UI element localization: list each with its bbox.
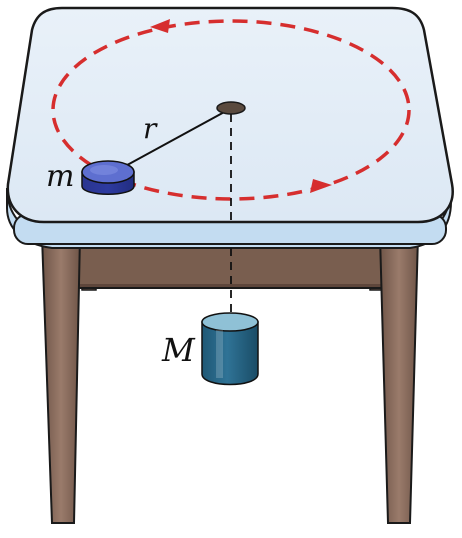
circular-path — [51, 19, 411, 201]
path-arrow-bottom-icon — [310, 179, 332, 193]
table-leg-front-left — [40, 235, 82, 524]
radius-string — [117, 109, 229, 171]
cylinder-weight-icon — [201, 312, 259, 386]
mass-label-M: M — [161, 331, 196, 369]
table-leg-front-right — [378, 235, 420, 524]
mass-label-m: m — [46, 159, 74, 194]
hockey-puck-icon — [81, 160, 135, 195]
radius-label-r: r — [143, 112, 158, 145]
table-legs-front — [40, 235, 420, 524]
path-arrow-top-icon — [150, 19, 170, 33]
hole-icon — [216, 101, 246, 115]
